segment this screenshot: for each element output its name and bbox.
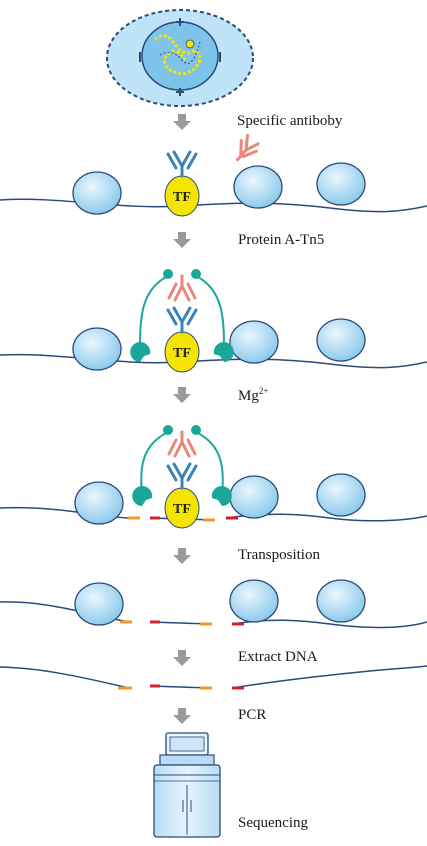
secondary-antibody [236,134,260,162]
step-label-sequencing: Sequencing [238,815,308,831]
tn5-enzyme [132,486,153,506]
step-arrow-2 [173,232,191,248]
tn5-linker [140,431,169,497]
nucleosome [229,579,279,623]
tn5-enzyme [130,342,151,362]
step-arrow-3 [173,387,191,403]
step-label-antibody: Specific antiboby [237,113,343,129]
tn5-linker [195,275,225,353]
step-label-pcr: PCR [238,707,267,723]
cell-icon [106,9,254,107]
sequencer-icon [153,732,221,838]
primary-antibody [166,306,198,334]
nucleosome [229,475,279,519]
primary-antibody [166,150,198,178]
step4-fragments [0,579,427,629]
tf-label: TF [173,190,191,205]
step-arrow-4 [173,548,191,564]
secondary-antibody [167,430,197,458]
step-arrow-5 [173,650,191,666]
tn5-linker [195,431,224,497]
mg-text: Mg [238,388,259,404]
nucleosome [229,320,279,364]
step2-chromatin: TF [0,269,427,373]
step-arrow-6 [173,708,191,724]
nucleosome [316,473,366,517]
nucleosome [316,318,366,362]
step1-chromatin: TF [0,134,427,217]
tn5-enzyme [213,342,234,362]
nucleosome [74,582,124,626]
primary-antibody [166,462,198,490]
step-label-extract-dna: Extract DNA [238,649,318,665]
nucleosome [74,481,124,525]
nucleosome [316,579,366,623]
step5-fragments [0,665,427,690]
nucleosome [316,162,366,206]
step-arrow-1 [173,114,191,130]
step-label-transposition: Transposition [238,547,320,563]
mg-superscript: 2+ [258,386,269,396]
tf-label: TF [173,346,191,361]
step3-chromatin: TF [0,425,427,529]
secondary-antibody [167,274,197,302]
tn5-enzyme [211,486,232,506]
step-label-protein-a-tn5: Protein A-Tn5 [238,232,325,248]
nucleosome [233,165,283,209]
nucleosome [72,327,122,371]
tn5-linker [139,275,169,353]
tf-label: TF [173,502,191,517]
nucleosome [72,171,122,215]
step-label-mg: Mg2+ [238,386,268,405]
